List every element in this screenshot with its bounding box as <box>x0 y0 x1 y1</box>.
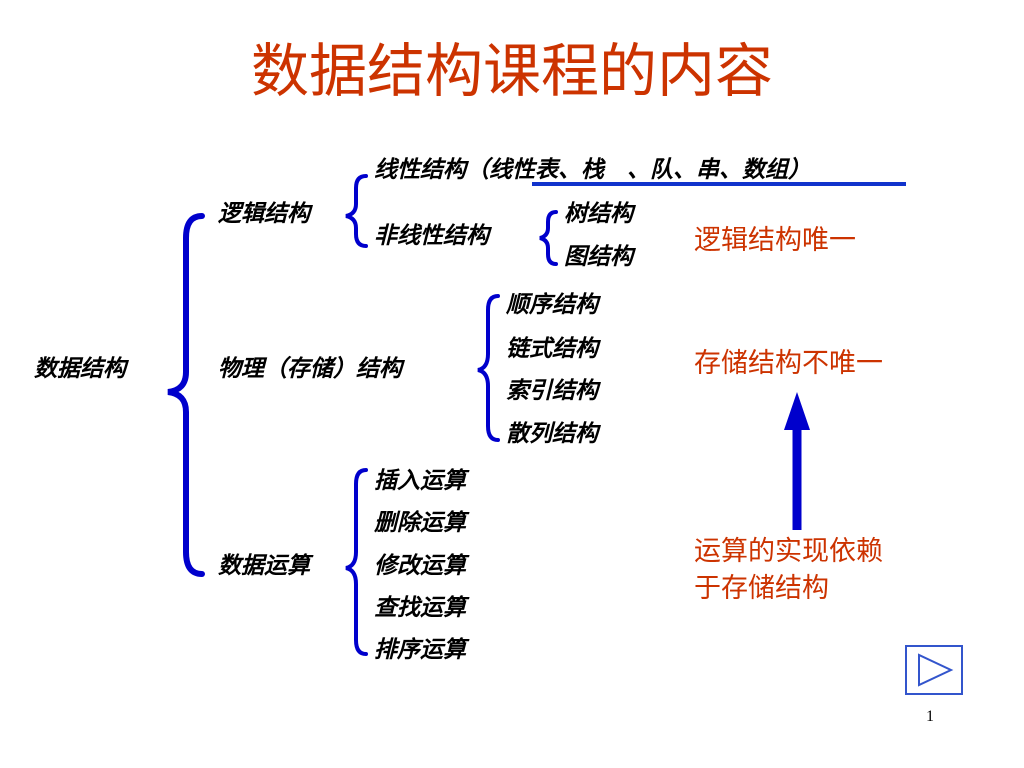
operation-modify: 修改运算 <box>374 553 466 579</box>
physical-item-indexed: 索引结构 <box>506 378 598 404</box>
dependency-arrow-head <box>784 392 810 430</box>
nonlinear-label: 非线性结构 <box>374 223 489 249</box>
note-storage-not-unique: 存储结构不唯一 <box>694 348 883 379</box>
tree-structure-label: 树结构 <box>564 201 633 227</box>
physical-item-sequential: 顺序结构 <box>506 292 598 318</box>
operation-search: 查找运算 <box>374 595 466 621</box>
operation-delete: 删除运算 <box>374 510 466 536</box>
physical-item-linked: 链式结构 <box>506 336 598 362</box>
note-operation-line1: 运算的实现依赖 <box>694 536 883 567</box>
logical-brace <box>345 174 368 248</box>
nonlinear-brace <box>539 210 558 266</box>
next-slide-button[interactable] <box>905 645 963 695</box>
operation-sort: 排序运算 <box>374 637 466 663</box>
graph-structure-label: 图结构 <box>564 244 633 270</box>
note-operation-line2: 于存储结构 <box>694 573 829 604</box>
linear-structure-label: 线性结构（线性表、栈 、队、串、数组） <box>374 157 811 183</box>
operation-insert: 插入运算 <box>374 468 466 494</box>
operations-label: 数据运算 <box>218 553 310 579</box>
physical-brace <box>477 294 500 442</box>
play-triangle-icon <box>918 653 954 687</box>
note-logical-unique: 逻辑结构唯一 <box>694 225 856 256</box>
root-label: 数据结构 <box>34 356 126 382</box>
physical-label: 物理（存储）结构 <box>218 356 402 382</box>
page-title: 数据结构课程的内容 <box>250 37 773 105</box>
operations-brace <box>345 468 368 656</box>
logical-label: 逻辑结构 <box>218 201 310 227</box>
page-number: 1 <box>926 708 934 725</box>
root-brace <box>167 213 205 577</box>
physical-item-hashed: 散列结构 <box>506 421 598 447</box>
